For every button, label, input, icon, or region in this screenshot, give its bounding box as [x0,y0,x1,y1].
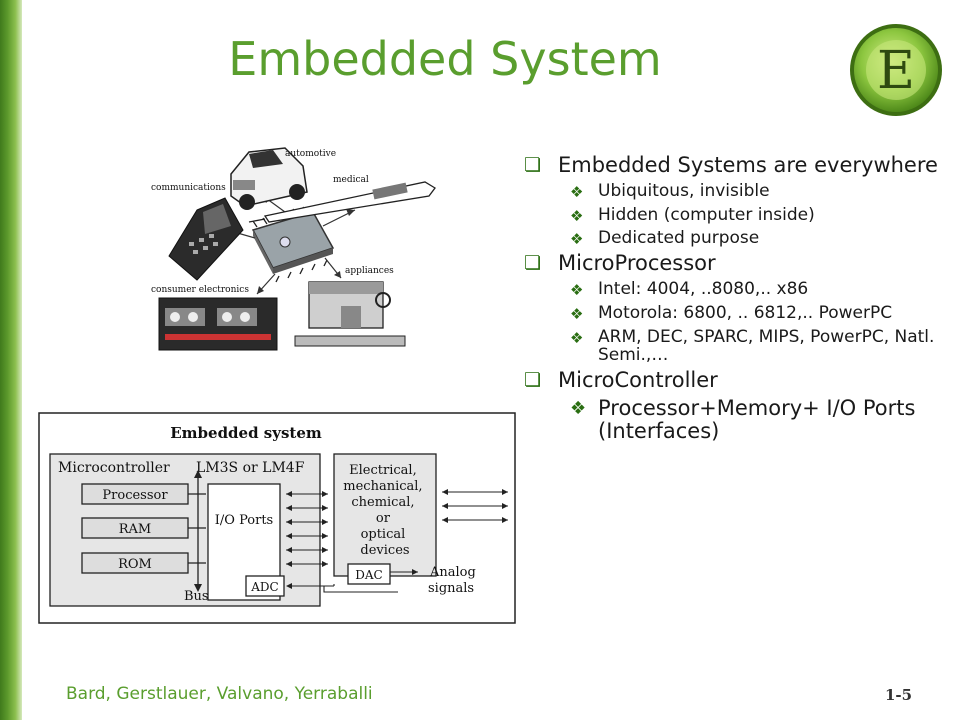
footer-authors: Bard, Gerstlauer, Valvano, Yerraballi [66,684,373,704]
diamond-bullet-icon: ❖ [570,398,587,420]
car-icon [230,147,308,210]
diamond-bullet-icon: ❖ [570,281,584,300]
processor-label: Processor [102,488,168,503]
bullet-text: MicroController [558,368,718,392]
bullet-item: ❏ MicroProcessor [520,252,940,275]
label-communications: communications [151,183,226,193]
label-appliances: appliances [345,266,394,276]
bullet-text: Intel: 4004, ..8080,.. x86 [598,279,809,300]
label-medical: medical [333,175,369,185]
sub-bullet-item: ❖ Hidden (computer inside) [520,204,940,225]
diamond-bullet-icon: ❖ [570,328,584,347]
microprocessor-chip-icon [251,206,335,283]
label-automotive: automotive [285,149,336,159]
diamond-bullet-icon: ❖ [570,206,584,225]
microcontroller-label: Microcontroller [58,460,170,476]
devices-label: Electrical, mechanical, chemical, or opt… [343,463,426,558]
syringe-icon [248,181,436,223]
diagram-title: Embedded system [170,424,322,442]
rom-label: ROM [118,557,152,572]
lm3s-label: LM3S or LM4F [196,460,305,476]
diamond-bullet-icon: ❖ [570,304,584,323]
square-bullet-icon: ❏ [524,369,542,391]
bullet-list: ❏ Embedded Systems are everywhere ❖ Ubiquit… [520,150,940,443]
ram-label: RAM [119,522,152,537]
adc-box [245,575,285,597]
e-logo-icon: E [850,24,942,116]
dac-box [347,563,391,585]
embedded-applications-illustration: automotive medical communications applia… [151,147,436,351]
mobile-phone-icon [168,197,244,281]
bullet-text: ARM, DEC, SPARC, MIPS, PowerPC, Natl. Se… [598,326,935,366]
vcr-icon [158,297,278,351]
left-accent-bar [0,0,22,720]
bullet-text: Dedicated purpose [598,228,760,249]
sub-bullet-item: ❖ Intel: 4004, ..8080,.. x86 [520,280,940,299]
bullet-item: ❏ MicroController [520,368,940,392]
bullet-text: Motorola: 6800, .. 6812,.. PowerPC [598,302,893,323]
bullet-item: ❏ Embedded Systems are everywhere [520,153,940,177]
analog-label: Analog [429,565,476,580]
io-ports-label: I/O Ports [215,513,273,528]
diamond-bullet-icon: ❖ [570,183,584,202]
sewing-machine-icon [294,281,406,347]
sub-bullet-item: ❖ Dedicated purpose [520,229,940,248]
square-bullet-icon: ❏ [524,252,542,275]
sub-bullet-item: ❖ ARM, DEC, SPARC, MIPS, PowerPC, Natl. S… [520,326,940,366]
page-number: 1-5 [885,686,913,704]
bullet-text: Ubiquitous, invisible [598,181,770,202]
devices-box [333,453,437,577]
dac-label: DAC [355,568,382,582]
embedded-system-diagram: Embedded system Microcontroller LM3S or … [38,412,516,624]
sub-bullet-item: ❖ Processor+Memory+ I/O Ports (Interfaces… [520,397,940,443]
bus-label: Bus [184,589,209,604]
diamond-bullet-icon: ❖ [570,230,584,249]
logo-letter: E [877,41,915,101]
bullet-text: Processor+Memory+ I/O Ports (Interfaces) [598,396,916,444]
bullet-text: Hidden (computer inside) [598,204,815,225]
signals-label: signals [428,581,474,596]
bullet-text: MicroProcessor [558,251,716,276]
bullet-text: Embedded Systems are everywhere [558,153,938,177]
label-consumer-electronics: consumer electronics [151,285,249,295]
square-bullet-icon: ❏ [524,154,542,176]
sub-bullet-item: ❖ Motorola: 6800, .. 6812,.. PowerPC [520,304,940,323]
sub-bullet-item: ❖ Ubiquitous, invisible [520,182,940,201]
slide-title: Embedded System [228,32,662,86]
adc-label: ADC [250,580,278,594]
